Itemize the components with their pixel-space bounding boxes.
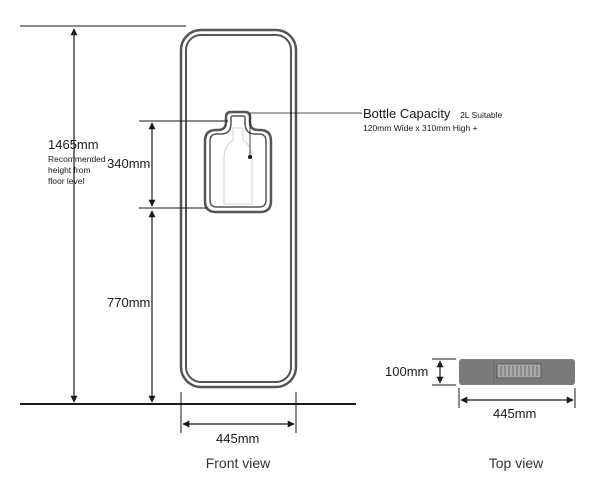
total-height-note-1: Recommended [48, 154, 106, 164]
top-depth-label: 100mm [385, 364, 428, 379]
bottle-suitability-text: 2L Suitable [460, 110, 502, 120]
total-height-label: 1465mm [48, 137, 99, 152]
top-width-label: 445mm [493, 406, 536, 421]
bay-height-label: 340mm [107, 156, 150, 171]
lower-height-label: 770mm [107, 295, 150, 310]
bottle-capacity-text: Bottle Capacity [363, 106, 451, 121]
total-height-note-2: height from [48, 165, 91, 175]
top-view-grille [496, 363, 542, 379]
bottle-silhouette [223, 127, 253, 205]
top-view-unit [459, 359, 575, 385]
bottle-capacity-title: Bottle Capacity 2L Suitable [363, 106, 503, 121]
total-height-note-3: floor level [48, 176, 84, 186]
front-view-caption: Front view [206, 455, 271, 471]
bottle-dimensions-text: 120mm Wide x 310mm High + [363, 123, 478, 133]
dispensing-bay [203, 110, 273, 214]
top-view-caption: Top view [489, 455, 544, 471]
bottle-leader-dot [248, 155, 252, 159]
front-width-label: 445mm [216, 431, 259, 446]
